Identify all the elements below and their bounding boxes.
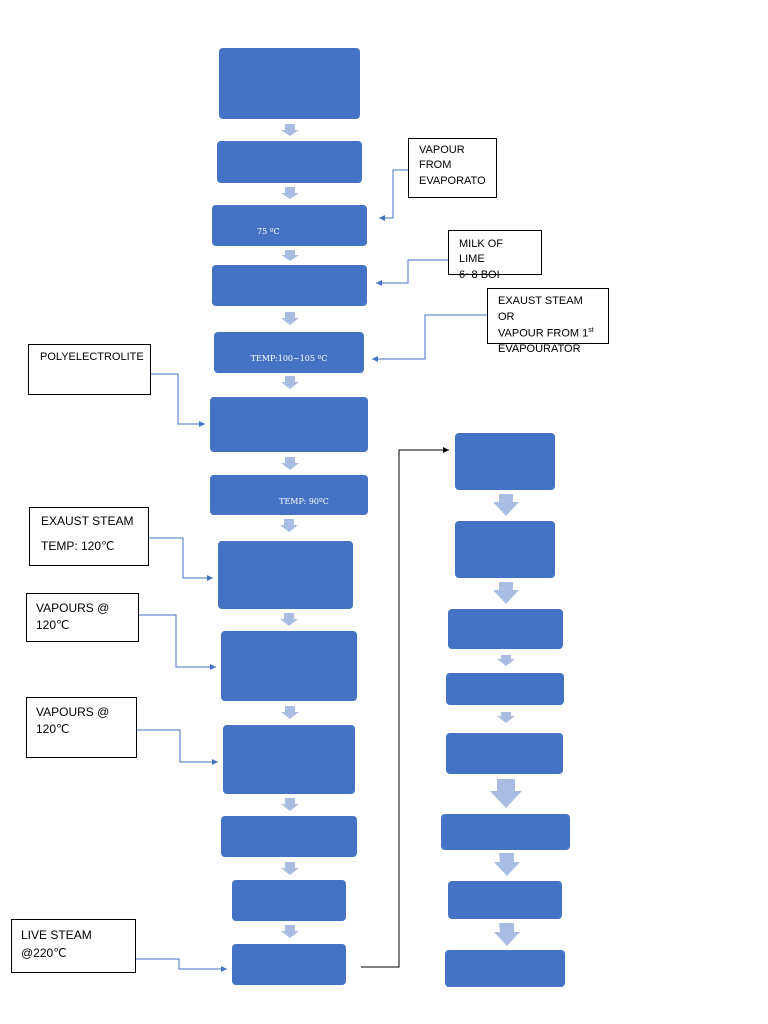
milk-of-lime-line-1: MILK OF LIME bbox=[459, 238, 504, 266]
flow-arrow-4 bbox=[281, 312, 299, 325]
flow-arrow-10 bbox=[281, 798, 299, 811]
vapour-line-2: FROM bbox=[419, 159, 452, 172]
exhaust-or-vapour-superscript: st bbox=[588, 326, 594, 334]
right-flow-arrow-1 bbox=[493, 494, 519, 516]
process-box-13 bbox=[232, 944, 346, 985]
flow-arrow-9 bbox=[281, 706, 299, 719]
process-box-3-text: 75 ºC bbox=[257, 227, 280, 236]
input-connectors bbox=[136, 169, 487, 972]
polyelectrolite-label: POLYELECTROLITE bbox=[28, 344, 151, 395]
process-box-5: TEMP:100~105 ºC bbox=[214, 332, 364, 373]
live-steam-line-1: LIVE STEAM bbox=[21, 928, 92, 942]
flow-arrow-7 bbox=[280, 519, 298, 532]
exhaust-or-vapour-connector bbox=[372, 314, 487, 362]
flow-arrow-12 bbox=[281, 925, 299, 938]
vapour-line-1: VAPOUR bbox=[419, 144, 465, 156]
flow-arrow-5 bbox=[281, 376, 299, 389]
process-box-7-text: TEMP: 90ºC bbox=[279, 497, 329, 506]
left-flow-arrows bbox=[280, 124, 299, 938]
transfer-connector bbox=[361, 447, 449, 968]
process-box-5-text: TEMP:100~105 ºC bbox=[250, 354, 328, 363]
flow-arrow-1 bbox=[281, 124, 299, 136]
process-box-3: 75 ºC bbox=[212, 205, 367, 246]
vapour-connector bbox=[379, 169, 408, 221]
polyelectrolite-connector bbox=[151, 373, 205, 427]
right-process-box-8 bbox=[445, 950, 565, 987]
flow-arrow-8 bbox=[280, 613, 298, 626]
live-steam-label: LIVE STEAM @220℃ bbox=[11, 919, 136, 973]
process-box-7: TEMP: 90ºC bbox=[210, 475, 368, 515]
vapours-2-line-1: VAPOURS @ bbox=[36, 705, 110, 719]
vapours-2-label: VAPOURS @ 120℃ bbox=[26, 697, 137, 758]
exhaust-or-vapour-line-2: VAPOUR FROM 1st bbox=[498, 326, 598, 343]
exhaust-steam-label: EXAUST STEAM TEMP: 120℃ bbox=[29, 507, 149, 566]
vapours-1-connector bbox=[139, 614, 216, 670]
process-box-11 bbox=[221, 816, 357, 857]
right-flow-arrows bbox=[490, 494, 522, 946]
right-flow-arrow-2 bbox=[493, 582, 519, 604]
vapours-1-line-1: VAPOURS @ bbox=[36, 601, 110, 615]
right-process-box-5 bbox=[446, 733, 563, 774]
right-flow-arrow-6 bbox=[494, 853, 520, 876]
exhaust-steam-line-2: TEMP: 120℃ bbox=[41, 538, 115, 553]
vapour-from-evaporator-label: VAPOUR FROM EVAPORATO bbox=[408, 138, 497, 198]
milk-of-lime-line-2: 6~8 BOI bbox=[459, 268, 500, 281]
exhaust-steam-connector bbox=[149, 537, 213, 581]
right-process-box-6 bbox=[441, 814, 570, 850]
milk-of-lime-connector bbox=[376, 259, 448, 286]
right-process-box-4 bbox=[446, 673, 564, 705]
vapours-2-line-2: 120℃ bbox=[36, 722, 70, 737]
vapours-1-label: VAPOURS @ 120℃ bbox=[26, 593, 139, 642]
process-box-10 bbox=[223, 725, 355, 794]
process-box-12 bbox=[232, 880, 346, 921]
right-flow-arrow-4 bbox=[497, 712, 515, 723]
process-box-9 bbox=[221, 631, 357, 701]
process-box-8 bbox=[218, 541, 353, 609]
milk-of-lime-label: MILK OF LIME 6~8 BOI bbox=[448, 230, 542, 281]
right-process-box-7 bbox=[448, 881, 562, 919]
exhaust-or-vapour-line-3: EVAPOURATOR bbox=[498, 343, 581, 356]
process-box-1 bbox=[219, 48, 360, 119]
live-steam-line-2: @220℃ bbox=[21, 946, 67, 960]
flow-arrow-2 bbox=[281, 187, 299, 199]
process-box-6 bbox=[210, 397, 368, 452]
exhaust-steam-line-1: EXAUST STEAM bbox=[41, 514, 134, 528]
exhaust-steam-or-vapour-label: EXAUST STEAM OR VAPOUR FROM 1st EVAPOURA… bbox=[487, 288, 609, 355]
right-process-box-2 bbox=[455, 521, 555, 578]
right-flow-arrow-3 bbox=[497, 655, 515, 666]
vapours-2-connector bbox=[137, 729, 218, 765]
vapours-1-line-2: 120℃ bbox=[36, 618, 70, 633]
flow-arrow-6 bbox=[281, 457, 299, 470]
right-process-box-3 bbox=[448, 609, 563, 649]
polyelectrolite-text: POLYELECTROLITE bbox=[40, 351, 144, 363]
right-flow-arrow-5 bbox=[490, 779, 522, 808]
right-process-box-1 bbox=[455, 433, 555, 490]
live-steam-connector bbox=[136, 958, 227, 972]
flow-arrow-3 bbox=[281, 250, 299, 261]
vapour-line-3: EVAPORATO bbox=[419, 174, 486, 187]
exhaust-or-vapour-line-1: EXAUST STEAM OR bbox=[498, 295, 583, 323]
process-box-2 bbox=[217, 141, 362, 183]
process-box-4 bbox=[212, 265, 367, 306]
flow-arrow-11 bbox=[281, 862, 299, 875]
right-flow-arrow-7 bbox=[494, 923, 520, 946]
exhaust-or-vapour-line-2-main: VAPOUR FROM 1 bbox=[498, 327, 589, 340]
